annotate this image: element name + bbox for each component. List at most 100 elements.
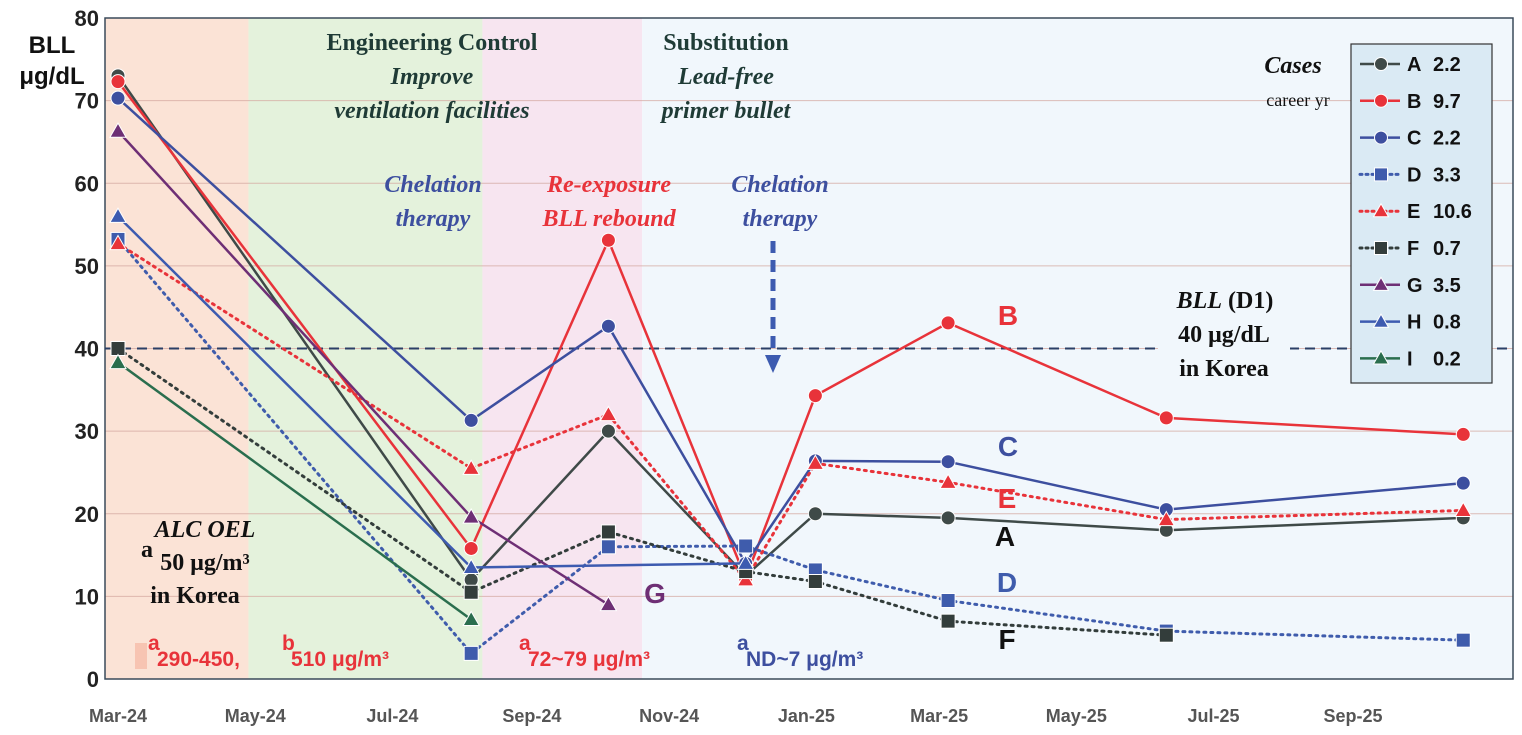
data-point-B (110, 74, 126, 90)
series-line-B (117, 80, 1464, 582)
data-point-F (463, 584, 479, 600)
legend-career-yr: 10.6 (1433, 201, 1472, 223)
chelation-arrowhead (765, 355, 781, 373)
data-point-E (939, 473, 958, 489)
y-tick-label: 70 (75, 89, 99, 114)
data-point-E (462, 459, 481, 475)
y-tick-label: 80 (75, 6, 99, 31)
legend-marker (1374, 167, 1388, 182)
annotation-text: Lead-free (677, 64, 774, 90)
annotation-text: Substitution (663, 30, 788, 56)
series-E (109, 234, 1473, 587)
superscript-a: a (519, 632, 531, 655)
data-point-E (599, 405, 618, 422)
data-point-C (1455, 475, 1471, 491)
data-point-E (109, 234, 127, 251)
legend-label: H (1407, 312, 1421, 334)
data-point-I (109, 353, 127, 370)
concentration-text: ND~7 μg/m³ (746, 648, 863, 671)
series-line-A (116, 75, 1464, 582)
reference-label: BLL (D1) (1176, 288, 1274, 314)
data-point-A (940, 510, 956, 526)
series-line-D (116, 237, 1465, 656)
series-D (110, 231, 1471, 661)
data-point-D (940, 593, 956, 609)
annotation-text: 50 μg/m³ (160, 550, 249, 576)
data-point-G (109, 122, 127, 138)
concentration-text: 510 μg/m³ (291, 648, 389, 671)
y-axis-label-line: μg/dL (19, 63, 84, 90)
annotation-text: ventilation facilities (334, 98, 529, 124)
data-point-C (110, 90, 126, 106)
x-tick-label: Nov-24 (639, 706, 699, 726)
legend-marker (1374, 93, 1388, 108)
legend-career-yr: 9.7 (1433, 91, 1461, 113)
legend-career-yr: 2.2 (1433, 128, 1461, 150)
annotation-text: BLL rebound (541, 206, 676, 232)
superscript-b: b (282, 632, 295, 655)
x-tick-label: May-24 (225, 706, 286, 726)
data-point-A (600, 423, 616, 439)
data-point-D (600, 539, 616, 555)
series-line-C (117, 97, 1464, 566)
legend-marker (1374, 57, 1388, 71)
data-point-B (1158, 410, 1174, 426)
data-point-E (1454, 501, 1473, 517)
series-I (109, 353, 481, 627)
data-point-E (806, 454, 825, 470)
data-point-F (940, 613, 956, 629)
legend-label: E (1407, 201, 1420, 223)
data-point-B (1455, 426, 1471, 442)
concentration-text: 72~79 μg/m³ (528, 648, 650, 671)
series-end-label-G: G (644, 578, 666, 609)
y-tick-label: 60 (75, 171, 99, 196)
legend-marker (1372, 349, 1390, 365)
x-tick-label: Mar-24 (89, 706, 147, 726)
series-B (110, 74, 1471, 586)
legend-subtitle: career yr (1266, 90, 1329, 110)
y-tick-label: 0 (87, 667, 99, 692)
data-point-F (1158, 627, 1174, 643)
reference-line-40: BLL (D1) 40 μg/dL in Korea (105, 288, 1513, 382)
y-tick-label: 20 (75, 502, 99, 527)
x-tick-label: May-25 (1046, 706, 1107, 726)
data-point-B (463, 540, 479, 556)
y-axis-label: BLL μg/dL (19, 32, 84, 90)
annotation-text: therapy (743, 206, 818, 232)
superscript-a: a (148, 632, 160, 655)
series-H (109, 207, 755, 574)
legend-marker (1374, 130, 1388, 145)
x-tick-label: Sep-25 (1324, 706, 1383, 726)
annotation-text: primer bullet (660, 98, 792, 124)
y-tick-label: 10 (75, 584, 99, 609)
y-axis-label-line: BLL (29, 32, 76, 59)
reference-label: 40 μg/dL (1178, 322, 1270, 348)
superscript-a: a (737, 632, 749, 655)
legend-entry-E: E 10.6 (1358, 201, 1472, 223)
concentration-text: 290-450, (157, 648, 240, 671)
data-point-C (940, 454, 956, 470)
data-point-D (1455, 632, 1471, 648)
legend-career-yr: 0.7 (1433, 238, 1461, 260)
legend-career-yr: 0.2 (1433, 348, 1461, 370)
annotation-text: Chelation (384, 172, 481, 198)
reference-label: in Korea (1179, 356, 1269, 382)
legend-label: G (1407, 275, 1423, 297)
annotation-text: Improve (390, 64, 474, 90)
data-point-C (463, 412, 479, 428)
series-end-label-F: F (998, 624, 1015, 655)
legend-career-yr: 2.2 (1433, 54, 1461, 76)
series-line-I (117, 361, 472, 621)
